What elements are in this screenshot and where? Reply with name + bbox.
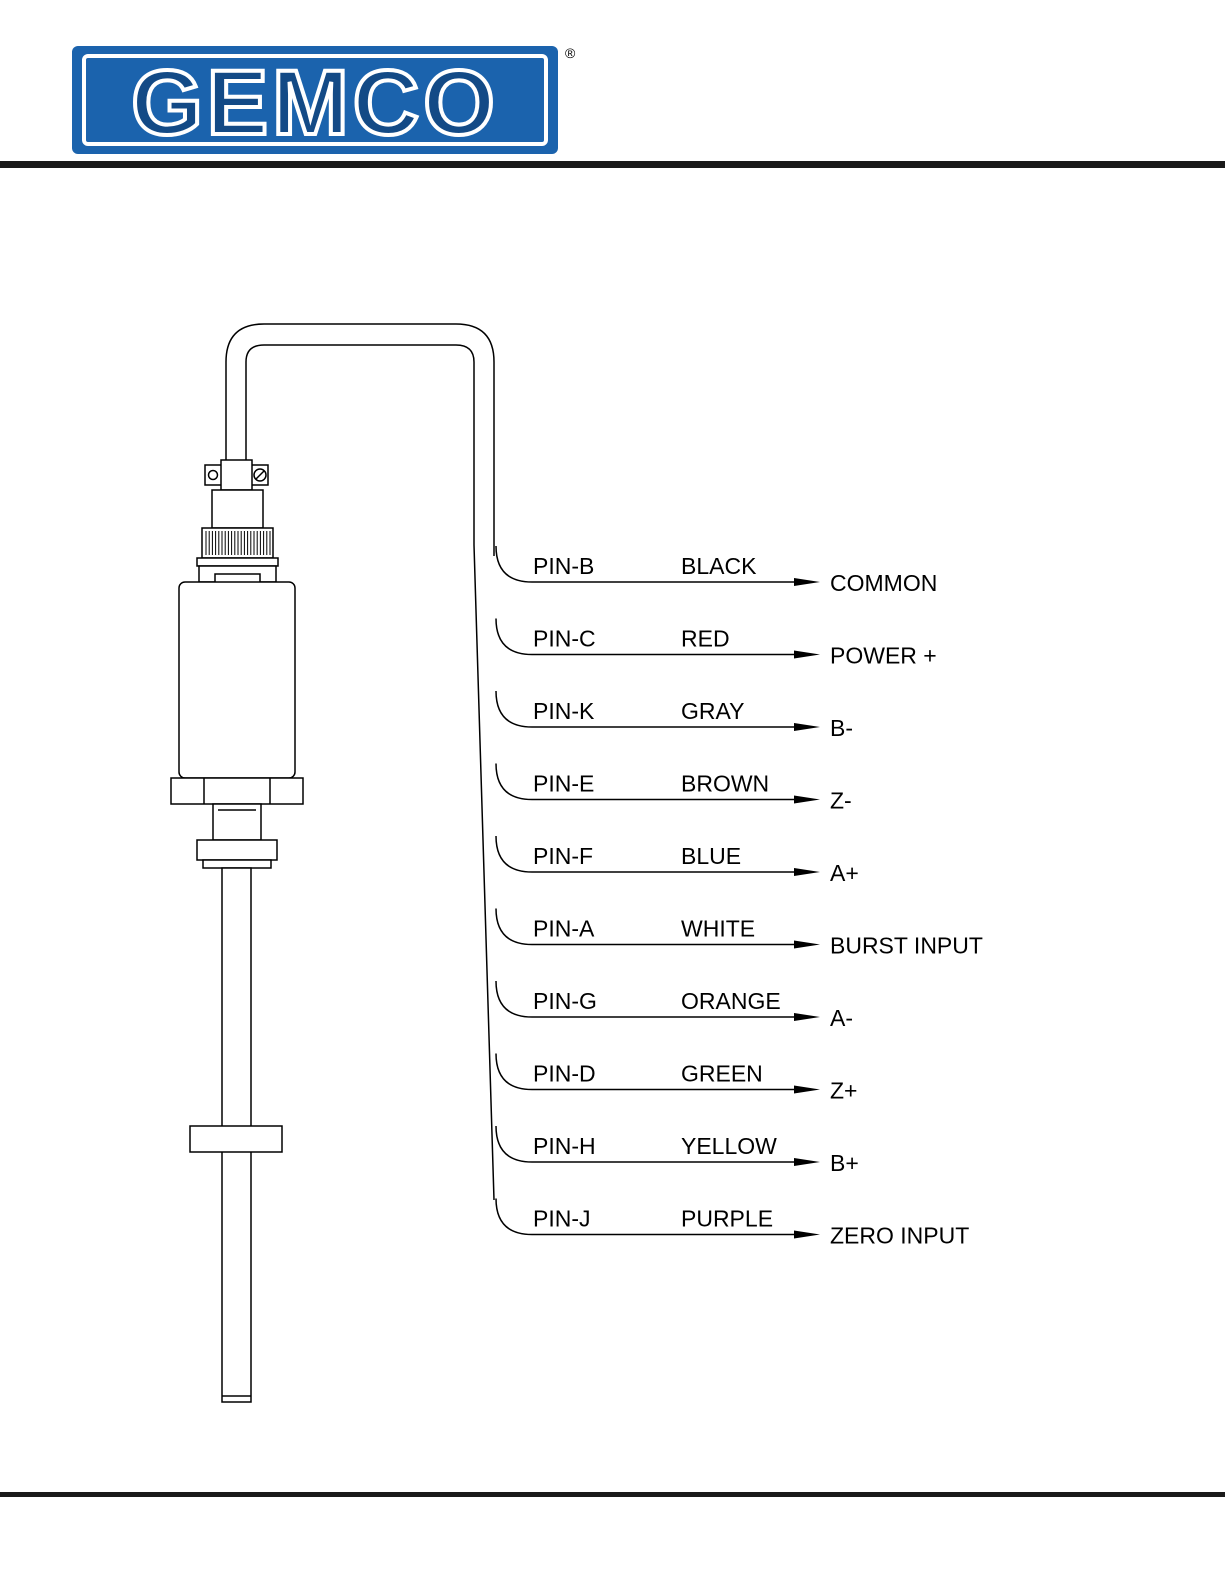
wire-color-label: BLUE xyxy=(681,843,741,869)
wire-row: PIN-G ORANGE A- xyxy=(496,981,853,1031)
wire-color-label: PURPLE xyxy=(681,1206,773,1232)
wire-row: PIN-K GRAY B- xyxy=(496,691,853,741)
sensor-body xyxy=(171,324,494,1402)
arrow-icon xyxy=(794,941,820,949)
pin-label: PIN-B xyxy=(533,553,594,579)
wire-color-label: ORANGE xyxy=(681,988,781,1014)
wire-row: PIN-A WHITE BURST INPUT xyxy=(496,909,983,959)
signal-label: COMMON xyxy=(830,570,937,596)
pin-label: PIN-H xyxy=(533,1133,596,1159)
pin-label: PIN-E xyxy=(533,771,594,797)
logo-text: GEMCO xyxy=(131,52,499,154)
arrow-icon xyxy=(794,1158,820,1166)
wire-row: PIN-D GREEN Z+ xyxy=(496,1054,857,1104)
pin-label: PIN-A xyxy=(533,916,595,942)
signal-label: BURST INPUT xyxy=(830,933,983,959)
wire-color-label: BLACK xyxy=(681,553,757,579)
header-rule xyxy=(0,161,1225,168)
pin-label: PIN-D xyxy=(533,1061,596,1087)
wire-row: PIN-F BLUE A+ xyxy=(496,836,859,886)
signal-label: B- xyxy=(830,715,853,741)
signal-label: ZERO INPUT xyxy=(830,1223,969,1249)
gemco-logo: GEMCO ® xyxy=(72,45,576,154)
footer-rule xyxy=(0,1492,1225,1497)
wire-breakouts: PIN-B BLACK COMMON PIN-C RED POWER + PIN-K GRAY… xyxy=(496,546,983,1249)
signal-label: A+ xyxy=(830,860,859,886)
arrow-icon xyxy=(794,868,820,876)
signal-label: POWER + xyxy=(830,643,937,669)
signal-label: B+ xyxy=(830,1150,859,1176)
registered-mark: ® xyxy=(565,45,576,61)
wire-color-label: BROWN xyxy=(681,771,769,797)
arrow-icon xyxy=(794,1086,820,1094)
wire-row: PIN-J PURPLE ZERO INPUT xyxy=(496,1199,969,1249)
pin-label: PIN-F xyxy=(533,843,593,869)
signal-label: Z+ xyxy=(830,1078,857,1104)
wire-color-label: GRAY xyxy=(681,698,744,724)
signal-label: Z- xyxy=(830,788,852,814)
pin-label: PIN-K xyxy=(533,698,595,724)
wire-row: PIN-H YELLOW B+ xyxy=(496,1126,859,1176)
arrow-icon xyxy=(794,796,820,804)
arrow-icon xyxy=(794,723,820,731)
wire-color-label: GREEN xyxy=(681,1061,763,1087)
arrow-icon xyxy=(794,1013,820,1021)
wire-color-label: WHITE xyxy=(681,916,755,942)
wire-row: PIN-B BLACK COMMON xyxy=(496,546,937,596)
wire-color-label: RED xyxy=(681,626,730,652)
wire-row: PIN-E BROWN Z- xyxy=(496,764,852,814)
arrow-icon xyxy=(794,1231,820,1239)
arrow-icon xyxy=(794,578,820,586)
wire-row: PIN-C RED POWER + xyxy=(496,619,937,669)
pin-label: PIN-J xyxy=(533,1206,591,1232)
pin-label: PIN-G xyxy=(533,988,597,1014)
pin-label: PIN-C xyxy=(533,626,596,652)
wire-color-label: YELLOW xyxy=(681,1133,777,1159)
signal-label: A- xyxy=(830,1005,853,1031)
arrow-icon xyxy=(794,651,820,659)
